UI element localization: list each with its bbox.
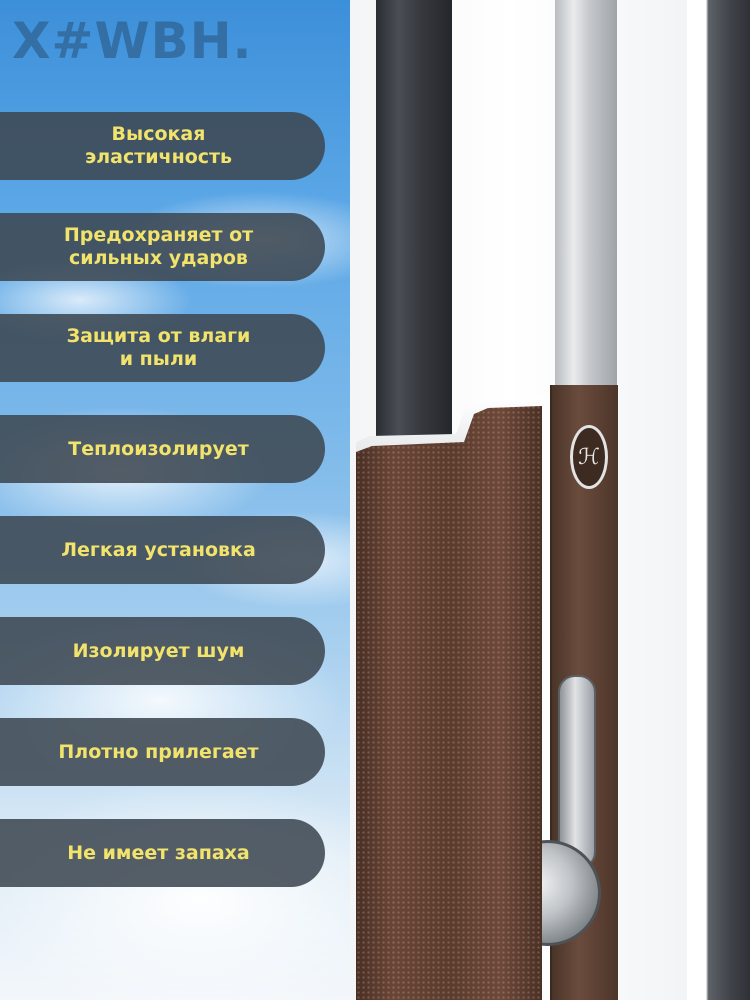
feature-pill-easy-install: Легкая установка [0,516,325,584]
feature-pill-odorless: Не имеет запаха [0,819,325,887]
feature-pill-elasticity: Высокая эластичность [0,112,325,180]
feature-pill-tight-fit: Плотно прилегает [0,718,325,786]
brand-logo: X#WBH. [12,12,253,70]
feature-label: Изолирует шум [72,639,245,662]
feature-pill-heat-insulation: Теплоизолирует [0,415,325,483]
feature-pill-moisture-dust: Защита от влаги и пыли [0,314,325,382]
lock-latch-slot [558,675,596,869]
feature-pill-impact-protection: Предохраняет от сильных ударов [0,213,325,281]
right-door-frame [687,0,750,1000]
door-frame-profile [376,0,452,450]
feature-label: Плотно прилегает [58,740,259,763]
feature-label: Легкая установка [61,538,256,561]
feature-label: Защита от влаги и пыли [66,325,251,370]
feature-label: Предохраняет от сильных ударов [63,224,254,269]
lock-logo-icon: ℋ [570,425,608,489]
feature-label: Высокая эластичность [84,123,233,168]
feature-label: Не имеет запаха [67,841,250,864]
feature-label: Теплоизолирует [68,437,249,460]
brown-seal-strip [356,400,542,1000]
feature-pill-noise-insulation: Изолирует шум [0,617,325,685]
